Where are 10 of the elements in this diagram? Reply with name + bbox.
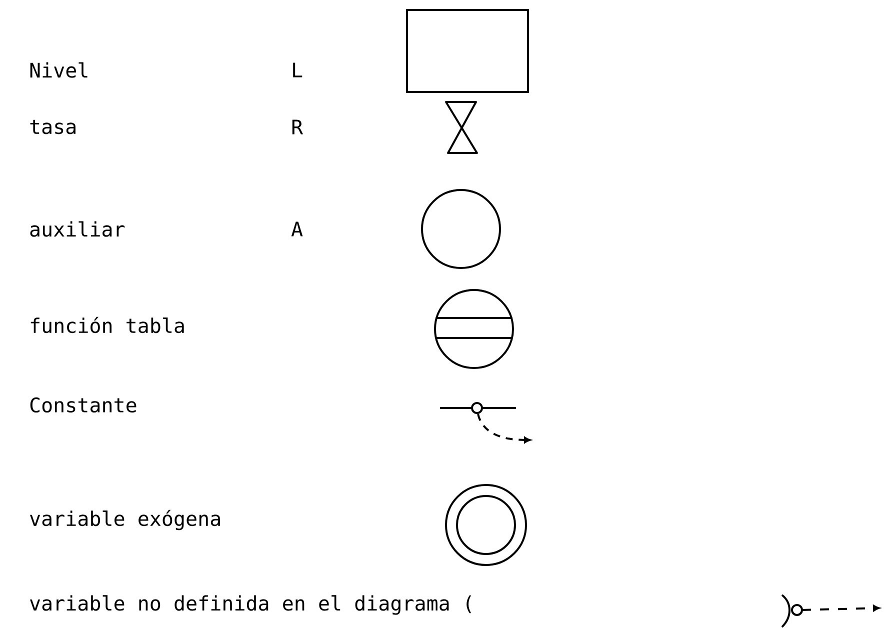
label-text: A [291,222,303,236]
label-text: auxiliar [30,221,125,237]
label-text: Nivel [30,62,88,78]
label-text: Constante [30,397,136,413]
label-text: función tabla [30,316,184,334]
label-text: L [293,62,302,78]
label-text: variable exógena [30,510,220,530]
label-text: variable no definida en el diagrama ( [30,595,472,615]
label-text: R [292,120,304,134]
label-text: tasa [30,120,76,134]
